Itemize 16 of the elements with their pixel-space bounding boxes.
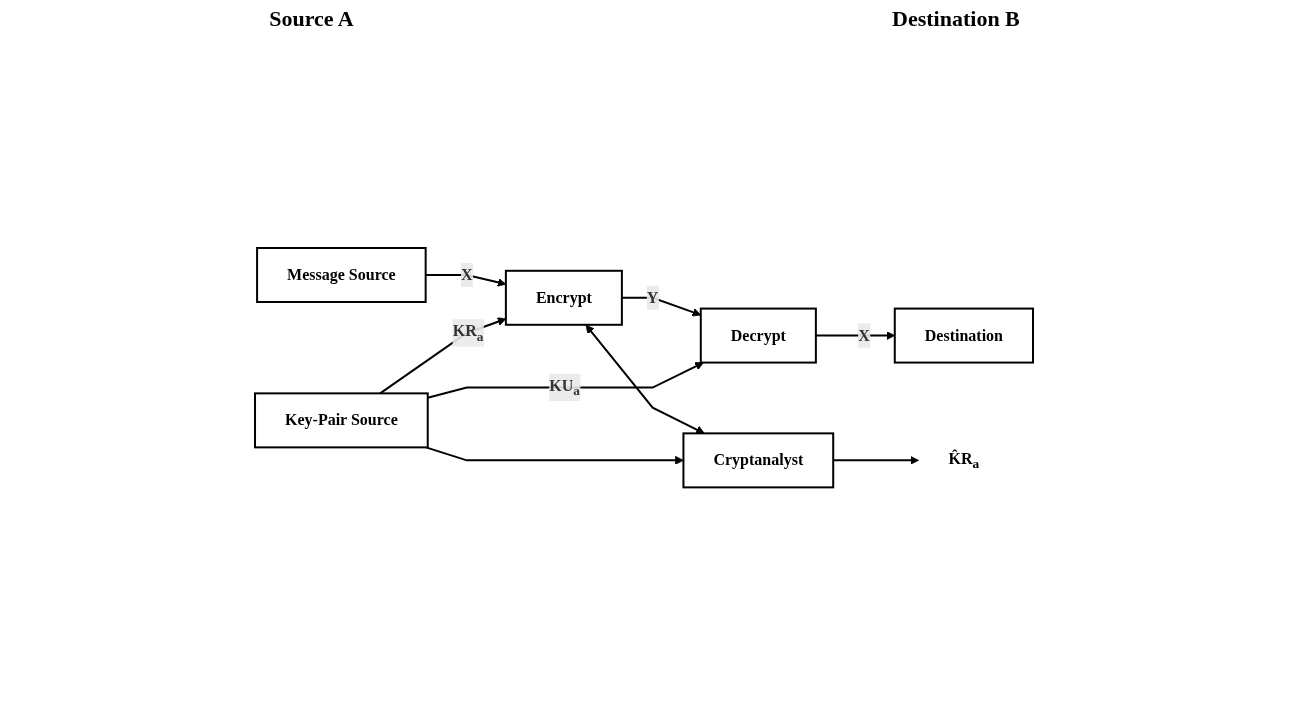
node-box: Cryptanalyst	[682, 431, 835, 488]
edge-label: KR$_{a}$	[453, 321, 484, 344]
node-text: K̂R$_{a}$	[949, 449, 980, 471]
node-box: Destination	[894, 307, 1035, 364]
arrow	[586, 324, 706, 434]
arrow	[379, 316, 507, 394]
edge-label: KU$_{a}$	[549, 376, 581, 398]
edge-label: Y	[647, 288, 659, 306]
edge-label: X	[461, 265, 474, 283]
group-heading: Destination B	[892, 6, 1020, 32]
group-heading: Source A	[269, 6, 354, 32]
node-box: Key-Pair Source	[254, 391, 430, 448]
node-box: Message Source	[256, 246, 428, 303]
node-box: Decrypt	[700, 307, 818, 364]
node-box: Encrypt	[505, 269, 624, 326]
edge-label: X	[858, 326, 871, 344]
